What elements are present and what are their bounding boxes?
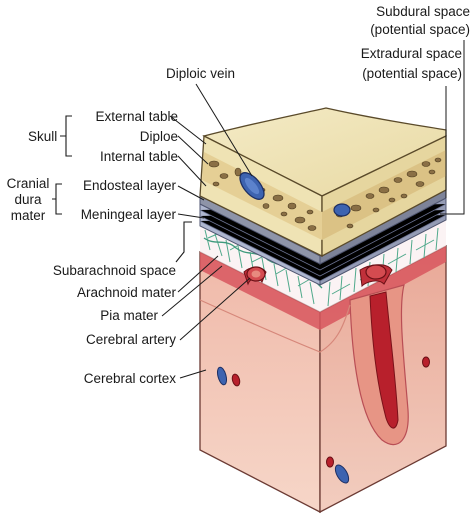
label-cranial: Cranial [7,176,50,191]
label-diploic-vein: Diploic vein [166,66,235,81]
label-arachnoid: Arachnoid mater [77,285,177,300]
skull-block [199,107,447,258]
label-internal-table: Internal table [100,149,178,164]
cortex-boundary [199,299,351,353]
vessel-blue-2 [334,464,350,484]
label-subdural-1: Subdural space [376,4,470,19]
label-cerebral-artery: Cerebral artery [86,332,176,347]
diploic-vein-side [333,203,351,217]
label-skull: Skull [28,129,57,144]
diploe-cavities [208,157,442,231]
label-diploe: Diploe [140,129,178,144]
label-subdural-2: (potential space) [370,22,470,37]
subarachnoid-bracket [175,221,192,263]
sulcal-artery [369,291,399,429]
label-meningeal: Meningeal layer [81,207,177,222]
surface-arteries [243,264,393,288]
subarachnoid-layer [200,220,446,312]
label-external-table: External table [95,109,178,124]
dura-bracket [52,183,62,215]
space-leaders [440,40,465,215]
label-extradural-2: (potential space) [362,66,462,81]
brain-block [199,244,447,514]
leader-lines [161,83,253,379]
vessel-red-1 [231,373,241,387]
label-cerebral-cortex: Cerebral cortex [84,371,177,386]
left-brackets [52,115,192,263]
label-mater: mater [11,208,46,223]
vessel-red-3 [326,456,334,468]
label-dura: dura [14,192,42,207]
labels: Subdural space (potential space) Extradu… [7,4,470,386]
label-extradural-1: Extradural space [361,46,462,61]
vessel-blue-1 [216,366,228,386]
vessel-red-2 [422,356,430,368]
skull-top-face [202,107,447,197]
pia-band-front [200,252,320,330]
skull-bracket [60,115,72,157]
label-subarachnoid: Subarachnoid space [53,263,176,278]
label-pia: Pia mater [100,308,158,323]
brain-vessels [216,356,430,484]
label-endosteal: Endosteal layer [83,178,177,193]
